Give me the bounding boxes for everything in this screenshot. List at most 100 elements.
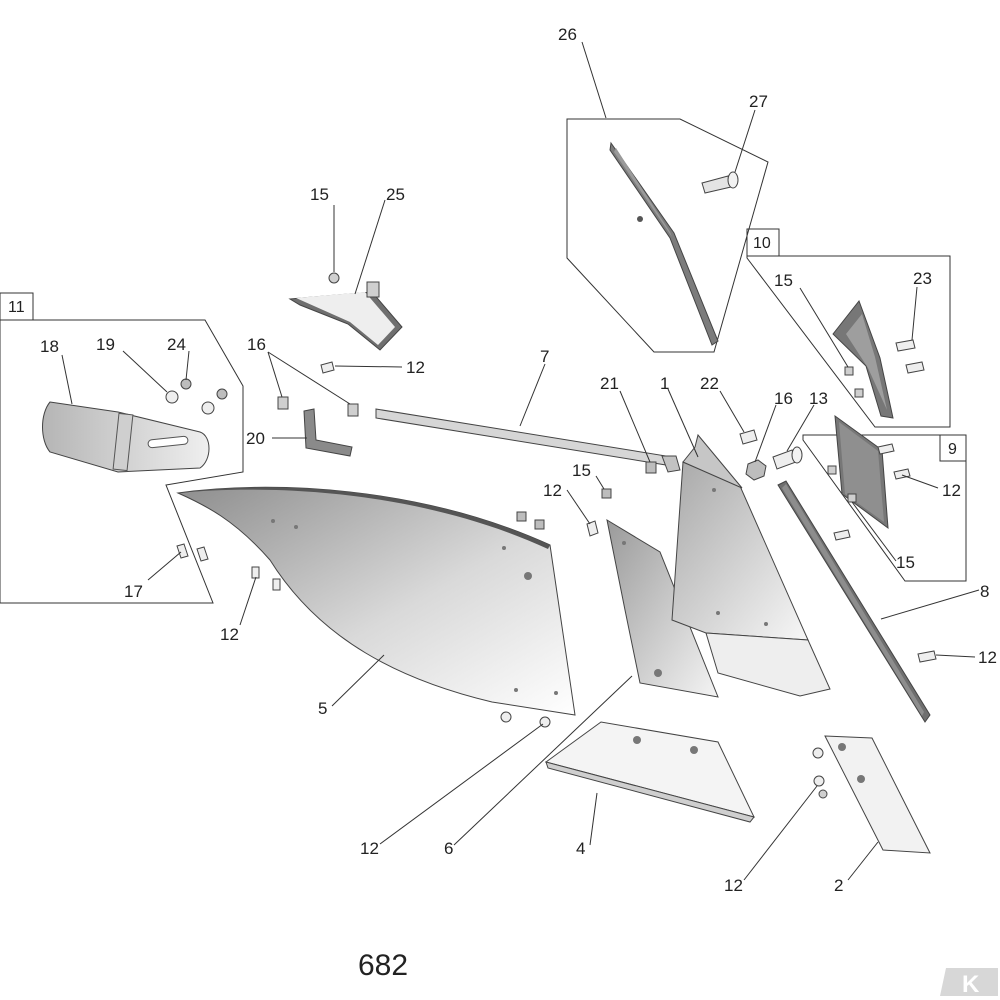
callout-24: 24: [167, 335, 186, 354]
part-12-bolt-mid: [586, 520, 599, 537]
leader-26: [581, 41, 607, 119]
leader-2: [847, 841, 879, 881]
part-18-band: [112, 412, 134, 472]
leader-1: [667, 388, 699, 458]
leader-12d: [239, 576, 257, 626]
leader-25: [354, 199, 386, 295]
part-11-washer-2: [201, 401, 215, 415]
callout-8: 8: [980, 582, 989, 601]
leader-16a-2: [267, 351, 351, 405]
group-9-label-box: [939, 434, 967, 462]
leader-22: [719, 390, 745, 433]
part-12-bolt-left-2: [272, 578, 281, 591]
part-7-rod: [375, 408, 667, 466]
part-4-share-edge: [545, 761, 755, 823]
callout-6: 6: [444, 839, 453, 858]
part-6-plate: [606, 518, 719, 698]
part-20-bracket: [303, 408, 353, 457]
part-6-hole-2: [622, 541, 626, 545]
leader-8: [880, 589, 980, 620]
part-5-moldboard: [176, 486, 576, 716]
part-1-hole-2: [716, 611, 720, 615]
part-25-tab: [366, 281, 380, 298]
part-5-hole-3: [502, 546, 506, 550]
part-18-slot: [147, 435, 189, 449]
leader-12c: [901, 474, 939, 489]
part-1-hole: [712, 488, 716, 492]
part-1-hole-3: [764, 622, 768, 626]
leader-12g: [743, 785, 818, 881]
part-2-point: [824, 735, 931, 854]
callout-20: 20: [246, 429, 265, 448]
part-12-nut-5: [500, 711, 512, 723]
leader-7: [519, 363, 546, 427]
part-12-bolt-group9: [877, 443, 895, 455]
callout-12b: 12: [543, 481, 562, 500]
leader-27: [734, 109, 756, 173]
callout-17: 17: [124, 582, 143, 601]
callout-22: 22: [700, 374, 719, 393]
part-5-hole-4: [524, 572, 532, 580]
leader-15c: [595, 475, 605, 490]
callout-15a: 15: [310, 185, 329, 204]
part-9-nut: [827, 465, 837, 475]
group-10-label-box: [746, 228, 780, 257]
part-9-nut-2: [847, 493, 857, 503]
leader-16a-1: [267, 351, 283, 398]
leader-12f: [379, 723, 544, 845]
part-26-plate: [609, 141, 719, 346]
callout-12f: 12: [360, 839, 379, 858]
part-5-hole-2: [294, 525, 298, 529]
part-4-hole-2: [690, 746, 698, 754]
part-16-clip: [277, 396, 289, 410]
part-12-bolt-group9-3: [833, 529, 851, 541]
callout-11: 11: [8, 299, 25, 316]
part-12-bolt-right: [917, 650, 937, 663]
part-10-nut-2: [854, 388, 864, 398]
part-19-washer: [165, 390, 179, 404]
part-15-nut-mid: [516, 511, 527, 522]
callout-26: 26: [558, 25, 577, 44]
part-27-bolt-head: [727, 171, 739, 189]
callout-15b: 15: [774, 271, 793, 290]
callout-18: 18: [40, 337, 59, 356]
leader-13: [786, 404, 815, 452]
callout-13: 13: [809, 389, 828, 408]
group-26-outline: [566, 118, 769, 353]
callout-1: 1: [660, 374, 669, 393]
part-7-rod-end: [661, 455, 681, 473]
group-11-label-box: [0, 292, 34, 321]
part-16-clip-2: [347, 403, 359, 417]
part-5-hole-6: [554, 691, 558, 695]
leader-17: [147, 551, 182, 581]
callout-12d: 12: [220, 625, 239, 644]
callout-23: 23: [913, 269, 932, 288]
callout-15d: 15: [896, 553, 915, 572]
part-15-nut-6: [601, 488, 612, 499]
callout-2: 2: [834, 876, 843, 895]
leader-12e: [935, 654, 976, 658]
part-10-blade-face: [846, 314, 887, 410]
callout-10: 10: [753, 235, 771, 252]
part-12-bolt-top: [320, 361, 335, 374]
group-10-outline: [746, 255, 951, 428]
part-12-bolt-left: [251, 566, 260, 579]
leader-15b: [799, 287, 849, 368]
callout-27: 27: [749, 92, 768, 111]
part-16-nut-mid: [745, 459, 767, 481]
part-6-hole: [654, 669, 662, 677]
leader-16b: [754, 404, 777, 463]
part-12-nut-2b: [813, 775, 825, 787]
callout-12c: 12: [942, 481, 961, 500]
part-24-nut: [180, 378, 192, 390]
part-11-nut-2: [216, 388, 228, 400]
part-2-hole-2: [857, 775, 865, 783]
callout-16a: 16: [247, 335, 266, 354]
callout-15c: 15: [572, 461, 591, 480]
part-23-bolt-2: [905, 361, 925, 374]
part-15-nut-mid-2: [534, 519, 545, 530]
group-9-outline: [802, 434, 967, 582]
part-23-bolt: [895, 339, 916, 352]
part-21-nut: [645, 461, 657, 474]
part-13-bolt-head: [791, 446, 803, 464]
